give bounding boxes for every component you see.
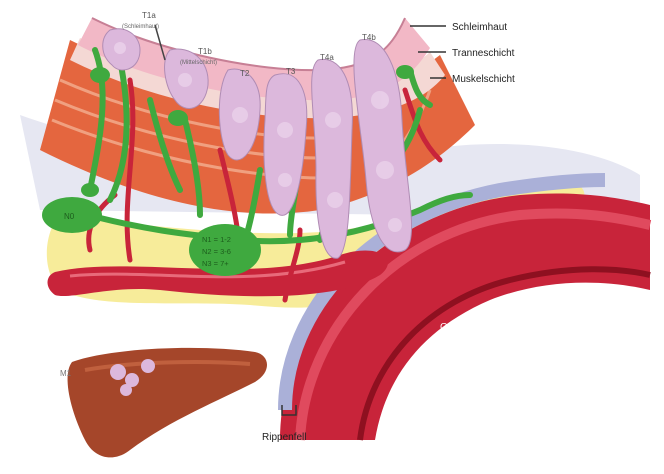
label-t1b: T1b — [198, 47, 212, 56]
label-aorta: Große Körperschlagader — [440, 322, 551, 333]
label-t1b-sub: (Mittelschicht) — [180, 60, 217, 66]
lymph-node-small-3 — [396, 65, 414, 79]
lymph-node-small-2 — [168, 110, 188, 126]
label-t2: T2 — [240, 69, 250, 78]
label-t4a: T4a — [320, 53, 334, 62]
label-t4b: T4b — [362, 33, 376, 42]
label-pleura: Rippenfell — [262, 432, 306, 443]
label-mucosa: Schleimhaut — [452, 22, 507, 33]
label-middle: Tranneschicht — [452, 48, 515, 59]
lymph-node-small-1 — [90, 67, 110, 83]
label-n-stage-2: N2 = 3-6 — [202, 247, 231, 256]
label-metastasis: M1 — [60, 369, 72, 378]
label-muscle: Muskelschicht — [452, 74, 515, 85]
label-n-stage-1: N1 = 1-2 — [202, 235, 231, 244]
tumor-t4a — [312, 59, 353, 258]
label-t3: T3 — [286, 67, 296, 76]
label-t1a: T1a — [142, 11, 156, 20]
label-t1a-sub: (Schleimhaut) — [122, 24, 159, 30]
lymph-node-small-4 — [81, 183, 99, 197]
label-n-stage-3: N3 = 7+ — [202, 259, 229, 268]
label-n0: N0 — [64, 212, 75, 221]
